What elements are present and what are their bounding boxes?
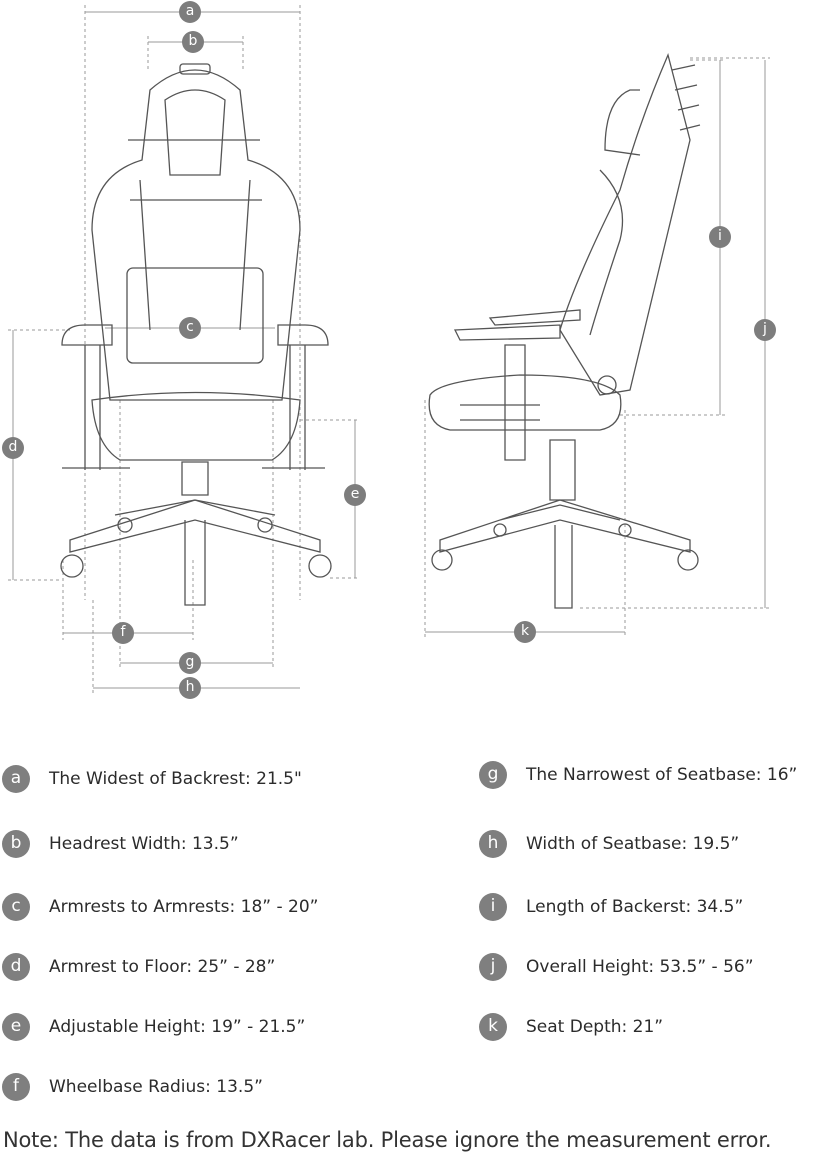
legend-badge: b bbox=[2, 830, 30, 858]
legend-item-i: i Length of Backerst: 34.5” bbox=[479, 893, 743, 921]
legend-item-d: d Armrest to Floor: 25” - 28” bbox=[2, 953, 275, 981]
legend-text: Width of Seatbase: 19.5” bbox=[526, 834, 740, 854]
legend-badge: k bbox=[479, 1013, 507, 1041]
front-view-chair bbox=[60, 63, 332, 606]
disclaimer-note: Note: The data is from DXRacer lab. Plea… bbox=[3, 1128, 772, 1152]
legend-item-g: g The Narrowest of Seatbase: 16” bbox=[479, 761, 797, 789]
legend-badge: e bbox=[2, 1013, 30, 1041]
marker-b: b bbox=[182, 31, 204, 53]
legend-item-k: k Seat Depth: 21” bbox=[479, 1013, 663, 1041]
legend-badge: f bbox=[2, 1073, 30, 1101]
legend-text: Overall Height: 53.5” - 56” bbox=[526, 957, 754, 977]
legend-item-a: a The Widest of Backrest: 21.5" bbox=[2, 765, 302, 793]
legend-badge: a bbox=[2, 765, 30, 793]
legend-text: Armrests to Armrests: 18” - 20” bbox=[49, 897, 319, 917]
legend-item-c: c Armrests to Armrests: 18” - 20” bbox=[2, 893, 319, 921]
chair-drawings bbox=[8, 5, 770, 693]
legend-text: Wheelbase Radius: 13.5” bbox=[49, 1077, 263, 1097]
legend-item-h: h Width of Seatbase: 19.5” bbox=[479, 830, 739, 858]
marker-j: j bbox=[754, 319, 776, 341]
dimension-lines bbox=[8, 5, 770, 693]
marker-h: h bbox=[179, 677, 201, 699]
legend-badge: g bbox=[479, 761, 507, 789]
legend-text: Armrest to Floor: 25” - 28” bbox=[49, 957, 276, 977]
marker-c: c bbox=[179, 317, 201, 339]
legend-text: Adjustable Height: 19” - 21.5” bbox=[49, 1017, 306, 1037]
marker-i: i bbox=[709, 226, 731, 248]
legend-item-f: f Wheelbase Radius: 13.5” bbox=[2, 1073, 263, 1101]
marker-g: g bbox=[179, 652, 201, 674]
legend-text: The Widest of Backrest: 21.5" bbox=[49, 769, 302, 789]
legend-item-b: b Headrest Width: 13.5” bbox=[2, 830, 239, 858]
marker-e: e bbox=[344, 484, 366, 506]
marker-d: d bbox=[2, 437, 24, 459]
legend-badge: i bbox=[479, 893, 507, 921]
legend-text: Headrest Width: 13.5” bbox=[49, 834, 239, 854]
legend-item-j: j Overall Height: 53.5” - 56” bbox=[479, 953, 754, 981]
legend-badge: h bbox=[479, 830, 507, 858]
marker-f: f bbox=[112, 622, 134, 644]
legend-badge: j bbox=[479, 953, 507, 981]
legend-badge: c bbox=[2, 893, 30, 921]
side-view-chair bbox=[428, 52, 701, 609]
legend-text: The Narrowest of Seatbase: 16” bbox=[526, 765, 798, 785]
legend-text: Seat Depth: 21” bbox=[526, 1017, 664, 1037]
marker-a: a bbox=[179, 1, 201, 23]
legend-text: Length of Backerst: 34.5” bbox=[526, 897, 744, 917]
marker-k: k bbox=[514, 621, 536, 643]
legend-item-e: e Adjustable Height: 19” - 21.5” bbox=[2, 1013, 305, 1041]
legend-badge: d bbox=[2, 953, 30, 981]
